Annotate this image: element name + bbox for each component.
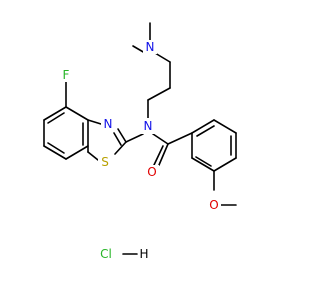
bond-co-2: [153, 145, 164, 166]
bond-namide-carbonyl: [152, 133, 169, 145]
bond-s-c7a: [87, 151, 99, 161]
bond-bz-inner-2: [47, 112, 65, 124]
atom-n-dimethylamino: N: [146, 40, 155, 54]
bond-namide-benzothiazole: [125, 133, 144, 143]
atom-fluorine: F: [63, 68, 70, 82]
bond-bz-inner-3: [47, 142, 65, 154]
bond-ring2-inner-1: [196, 125, 215, 137]
bond-ring2-e: [191, 157, 215, 172]
atom-s-thiazole: S: [101, 155, 109, 169]
bond-c7-c7a: [65, 145, 89, 160]
atom-n-thiazole: N: [104, 117, 113, 131]
bond-c4-c5: [43, 106, 67, 121]
bond-n3-c3a: [87, 119, 102, 125]
atom-chlorine: Cl: [100, 247, 112, 261]
bond-c2-n3-a: [117, 128, 127, 143]
bond-c2-n3-b: [113, 132, 122, 146]
atom-hydrogen: H: [139, 247, 148, 261]
atom-o-carbonyl: O: [147, 165, 156, 179]
molecule-structure: N N N S F O O Cl H: [43, 22, 237, 261]
bond-ring2-inner-3: [195, 156, 212, 167]
bond-c2-s: [114, 141, 127, 155]
atom-o-methoxy: O: [209, 198, 218, 212]
bond-chain-2: [147, 87, 171, 101]
atom-n-amide: N: [144, 119, 153, 133]
bond-carbonyl-ring: [167, 132, 193, 145]
bond-ring2-b: [213, 119, 237, 134]
bond-ring2-d: [213, 157, 237, 172]
bonds: [43, 22, 237, 255]
bond-ring2-a: [191, 119, 215, 134]
bond-co-1: [158, 143, 169, 166]
atom-labels: N N N S F O O Cl H: [60, 40, 221, 261]
bond-c6-c7: [43, 145, 67, 160]
bond-n-chain: [154, 52, 171, 63]
bond-c3a-c4: [65, 106, 89, 121]
